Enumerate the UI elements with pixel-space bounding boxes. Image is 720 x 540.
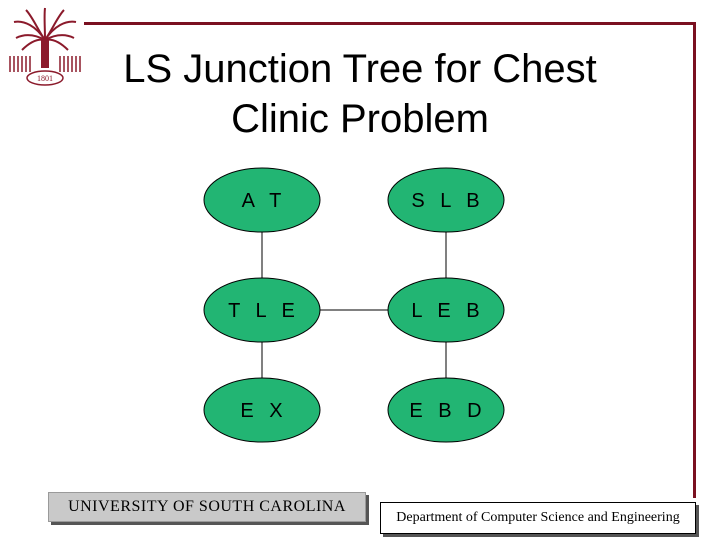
node-leb-shape [387,277,505,343]
node-ebd: E B D [387,377,505,443]
title-line-2: Clinic Problem [231,97,489,141]
palmetto-tree-seal-icon: 1801 [6,6,84,86]
title-line-1: LS Junction Tree for Chest [123,47,597,91]
university-banner: UNIVERSITY OF SOUTH CAROLINA [48,492,366,522]
node-ex-shape [203,377,321,443]
frame-right-border [693,22,696,498]
node-tle: T L E [203,277,321,343]
node-leb: L E B [387,277,505,343]
page-title: LS Junction Tree for Chest Clinic Proble… [60,44,660,144]
department-banner: Department of Computer Science and Engin… [380,502,696,534]
node-slb-shape [387,167,505,233]
node-at-label: A T [242,190,287,212]
node-leb-label: L E B [411,300,484,322]
node-tle-label: T L E [228,300,300,322]
node-at-shape [203,167,321,233]
node-ex: E X [203,377,321,443]
frame-top-border [84,22,696,25]
node-slb-label: S L B [411,190,484,212]
node-ebd-label: E B D [409,400,486,422]
node-tle-shape [203,277,321,343]
node-ex-label: E X [240,400,287,422]
logo-year: 1801 [37,74,53,83]
node-ebd-shape [387,377,505,443]
node-slb: S L B [387,167,505,233]
node-at: A T [203,167,321,233]
